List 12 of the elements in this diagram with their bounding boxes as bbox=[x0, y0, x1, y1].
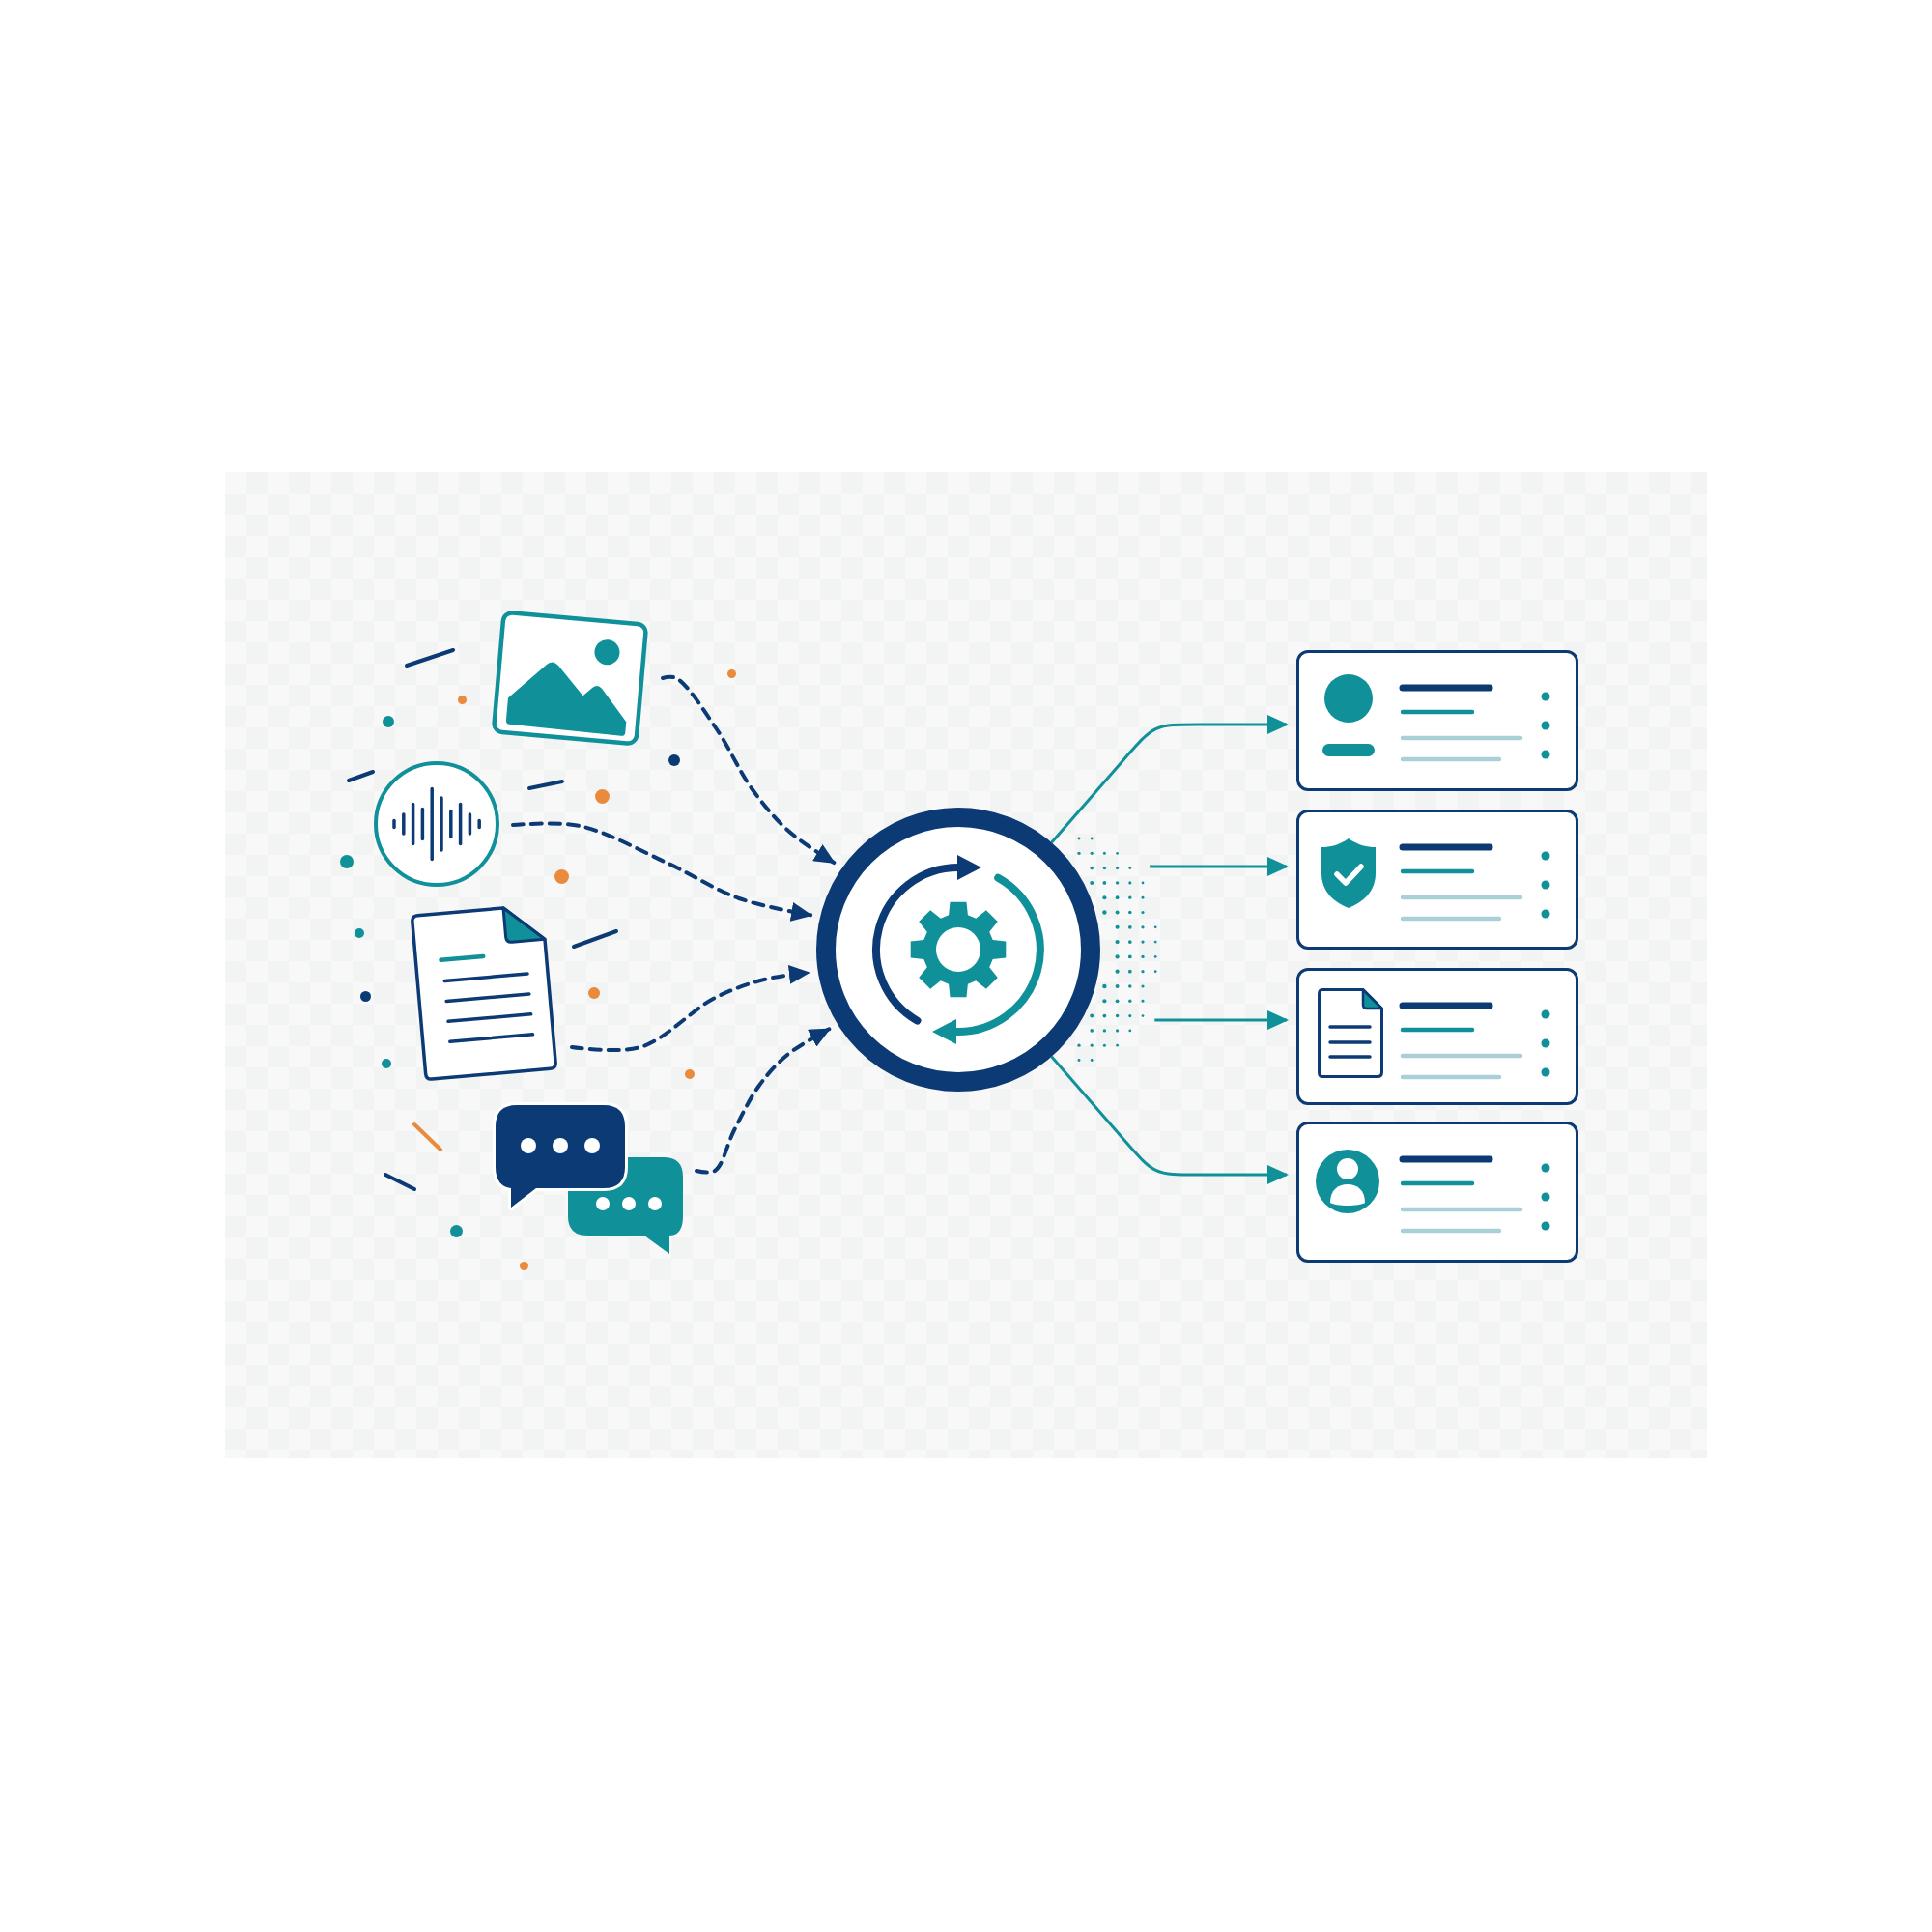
arrow bbox=[1154, 1010, 1289, 1030]
document-card bbox=[1296, 968, 1578, 1105]
dashed-arrow bbox=[661, 674, 837, 866]
user-card bbox=[1296, 1122, 1578, 1263]
profile-card bbox=[1296, 650, 1578, 791]
shield-card bbox=[1296, 810, 1578, 950]
chat-bubbles-icon bbox=[492, 1101, 685, 1256]
dashed-arrow bbox=[570, 965, 810, 1053]
arrow bbox=[1050, 1055, 1289, 1184]
arrow bbox=[1150, 857, 1289, 876]
dashed-arrow bbox=[511, 821, 813, 922]
arrow bbox=[1050, 715, 1289, 844]
